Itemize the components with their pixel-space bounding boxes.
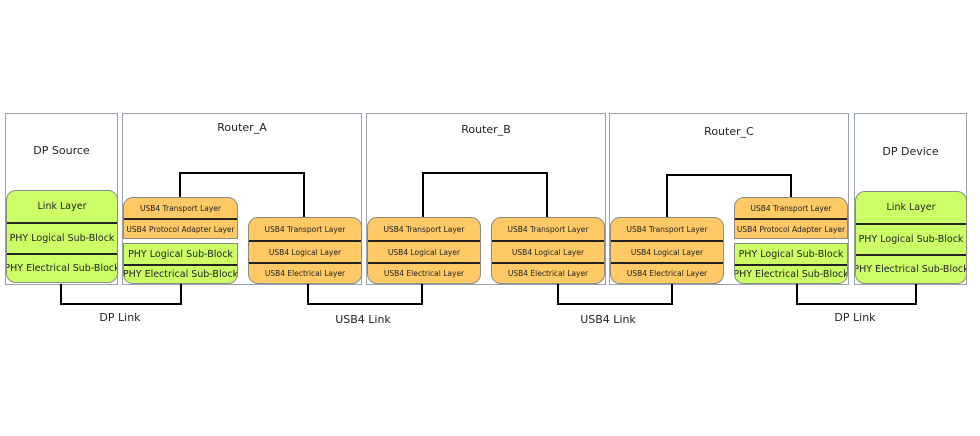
usb4-link-bc-drop-b — [671, 284, 673, 305]
router-c-adapter-phy-electrical: PHY Electrical Sub-Block — [735, 264, 847, 283]
router-a-title: Router_A — [217, 121, 267, 134]
dp-link-right-label: DP Link — [834, 311, 876, 324]
router-b-left-electrical-layer: USB4 Electrical Layer — [368, 262, 480, 283]
router-a-adapter-usb4-stack: USB4 Transport Layer USB4 Protocol Adapt… — [123, 197, 238, 239]
dp-device-title: DP Device — [882, 145, 939, 158]
router-c-tunnel-left-drop — [666, 174, 668, 218]
router-c-adapter-dp-stack: PHY Logical Sub-Block PHY Electrical Sub… — [734, 243, 848, 284]
dp-device-stack: Link Layer PHY Logical Sub-Block PHY Ele… — [855, 191, 967, 284]
router-b-tunnel-left-drop — [422, 172, 424, 218]
router-c-tunnel-connector — [666, 174, 792, 176]
dp-link-right-drop-a — [796, 284, 798, 305]
router-a-adapter-phy-logical: PHY Logical Sub-Block — [128, 248, 233, 260]
router-c-adapter-transport-layer: USB4 Transport Layer — [750, 203, 832, 213]
dp-source-title: DP Source — [33, 144, 90, 157]
usb4-link-bc-connector — [557, 303, 673, 305]
usb4-link-ab-label: USB4 Link — [335, 313, 391, 326]
dp-device-link-layer: Link Layer — [886, 202, 936, 213]
router-c-tunnel-right-drop — [790, 174, 792, 198]
dp-link-left-drop-b — [180, 284, 182, 305]
router-a-tunnel-right-drop — [303, 172, 305, 218]
dp-link-right-connector — [796, 303, 917, 305]
router-b-left-transport-layer: USB4 Transport Layer — [383, 224, 465, 234]
router-a-adapter-dp-stack: PHY Logical Sub-Block PHY Electrical Sub… — [123, 243, 238, 284]
router-c-usb4-port-stack: USB4 Transport Layer USB4 Logical Layer … — [610, 217, 724, 284]
router-a-adapter-transport-layer: USB4 Transport Layer — [139, 203, 222, 213]
router-a-adapter-phy-electrical: PHY Electrical Sub-Block — [124, 264, 237, 283]
router-a-tunnel-connector — [179, 172, 305, 174]
router-a-adapter-protocol-layer: USB4 Protocol Adapter Layer — [124, 218, 237, 238]
dp-link-left-connector — [60, 303, 182, 305]
usb4-link-bc-drop-a — [557, 284, 559, 305]
usb4-link-ab-drop-b — [421, 284, 423, 305]
dp-device-phy-logical: PHY Logical Sub-Block — [856, 223, 966, 254]
router-c-adapter-phy-logical: PHY Logical Sub-Block — [738, 248, 844, 260]
dp-link-left-drop-a — [60, 284, 62, 305]
router-b-right-logical-layer: USB4 Logical Layer — [492, 240, 604, 262]
router-a-usb4-port-stack: USB4 Transport Layer USB4 Logical Layer … — [248, 217, 362, 284]
router-b-title: Router_B — [461, 123, 511, 136]
router-b-tunnel-connector — [422, 172, 548, 174]
usb4-link-bc-label: USB4 Link — [580, 313, 636, 326]
router-a-port-electrical-layer: USB4 Electrical Layer — [249, 262, 361, 283]
router-c-title: Router_C — [704, 125, 754, 138]
router-b-right-transport-layer: USB4 Transport Layer — [507, 224, 589, 234]
router-b-right-usb4-port-stack: USB4 Transport Layer USB4 Logical Layer … — [491, 217, 605, 284]
router-c-port-transport-layer: USB4 Transport Layer — [626, 224, 708, 234]
router-b-right-electrical-layer: USB4 Electrical Layer — [492, 262, 604, 283]
dp-source-phy-electrical: PHY Electrical Sub-Block — [7, 253, 117, 282]
router-c-adapter-protocol-layer: USB4 Protocol Adapter Layer — [735, 218, 847, 238]
router-c-port-electrical-layer: USB4 Electrical Layer — [611, 262, 723, 283]
dp-device-phy-electrical: PHY Electrical Sub-Block — [856, 254, 966, 283]
dp-source-link-layer: Link Layer — [37, 201, 87, 212]
router-c-adapter-usb4-stack: USB4 Transport Layer USB4 Protocol Adapt… — [734, 197, 848, 239]
usb4-link-ab-drop-a — [307, 284, 309, 305]
router-c-port-logical-layer: USB4 Logical Layer — [611, 240, 723, 262]
dp-link-right-drop-b — [915, 284, 917, 305]
dp-source-stack: Link Layer PHY Logical Sub-Block PHY Ele… — [6, 190, 118, 283]
router-b-tunnel-right-drop — [546, 172, 548, 218]
router-b-left-logical-layer: USB4 Logical Layer — [368, 240, 480, 262]
dp-link-left-label: DP Link — [99, 311, 141, 324]
router-a-port-transport-layer: USB4 Transport Layer — [264, 224, 346, 234]
router-a-tunnel-left-drop — [179, 172, 181, 198]
usb4-link-ab-connector — [307, 303, 423, 305]
router-b-left-usb4-port-stack: USB4 Transport Layer USB4 Logical Layer … — [367, 217, 481, 284]
dp-source-phy-logical: PHY Logical Sub-Block — [7, 222, 117, 253]
router-a-port-logical-layer: USB4 Logical Layer — [249, 240, 361, 262]
